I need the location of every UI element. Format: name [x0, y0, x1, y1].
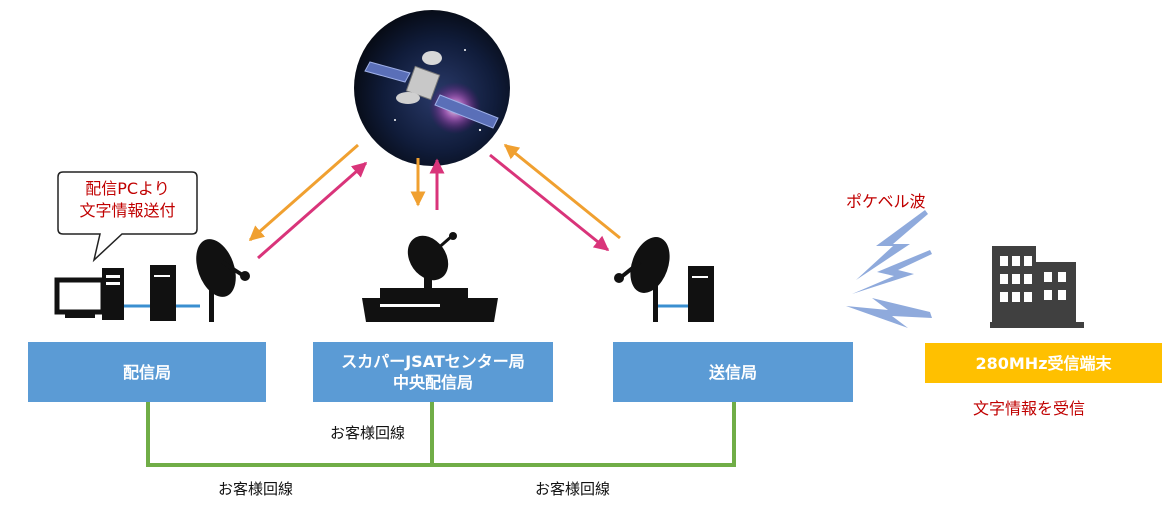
distribution-station-box: 配信局	[28, 342, 266, 402]
terminal-label: 280MHz受信端末	[975, 353, 1112, 373]
transmission-equipment	[614, 237, 714, 322]
server-tower-icon	[688, 266, 714, 322]
dish-antenna-icon	[407, 232, 457, 288]
arrow-transmission-to-sat	[503, 143, 621, 240]
arrow-sat-to-transmission	[489, 153, 610, 252]
satellite-icon	[354, 10, 510, 166]
customer-line-label-right: お客様回線	[535, 480, 611, 498]
center-station-box: スカパーJSATセンター局 中央配信局	[313, 342, 553, 402]
server-tower-icon	[150, 265, 176, 321]
customer-line-label-center: お客様回線	[330, 424, 406, 442]
center-station-label-2: 中央配信局	[392, 373, 473, 392]
arrow-distribution-to-sat	[257, 161, 368, 260]
transmission-station-box: 送信局	[613, 342, 853, 402]
center-equipment	[362, 232, 498, 322]
signal-arrows	[248, 143, 621, 260]
pager-wave-icon	[846, 210, 932, 328]
pager-wave-label: ポケベル波	[846, 192, 926, 211]
distribution-equipment	[54, 239, 250, 322]
terminal-box: 280MHz受信端末	[925, 343, 1162, 383]
callout-line-1: 配信PCより	[85, 179, 170, 198]
transmission-station-label: 送信局	[708, 362, 757, 382]
building-icon	[990, 246, 1084, 328]
center-station-label-1: スカパーJSATセンター局	[341, 352, 525, 371]
dish-antenna-icon	[614, 237, 670, 322]
terminal-caption: 文字情報を受信	[973, 399, 1086, 418]
pc-icon	[54, 268, 124, 320]
callout-bubble	[57, 171, 198, 263]
arrow-sat-to-distribution	[248, 143, 359, 242]
distribution-station-label: 配信局	[122, 362, 171, 382]
customer-lines	[146, 402, 736, 467]
callout-line-2: 文字情報送付	[79, 201, 176, 220]
callout-text: 配信PCより 文字情報送付	[58, 178, 197, 222]
dish-antenna-icon	[196, 239, 250, 322]
customer-line-label-left: お客様回線	[218, 480, 294, 498]
